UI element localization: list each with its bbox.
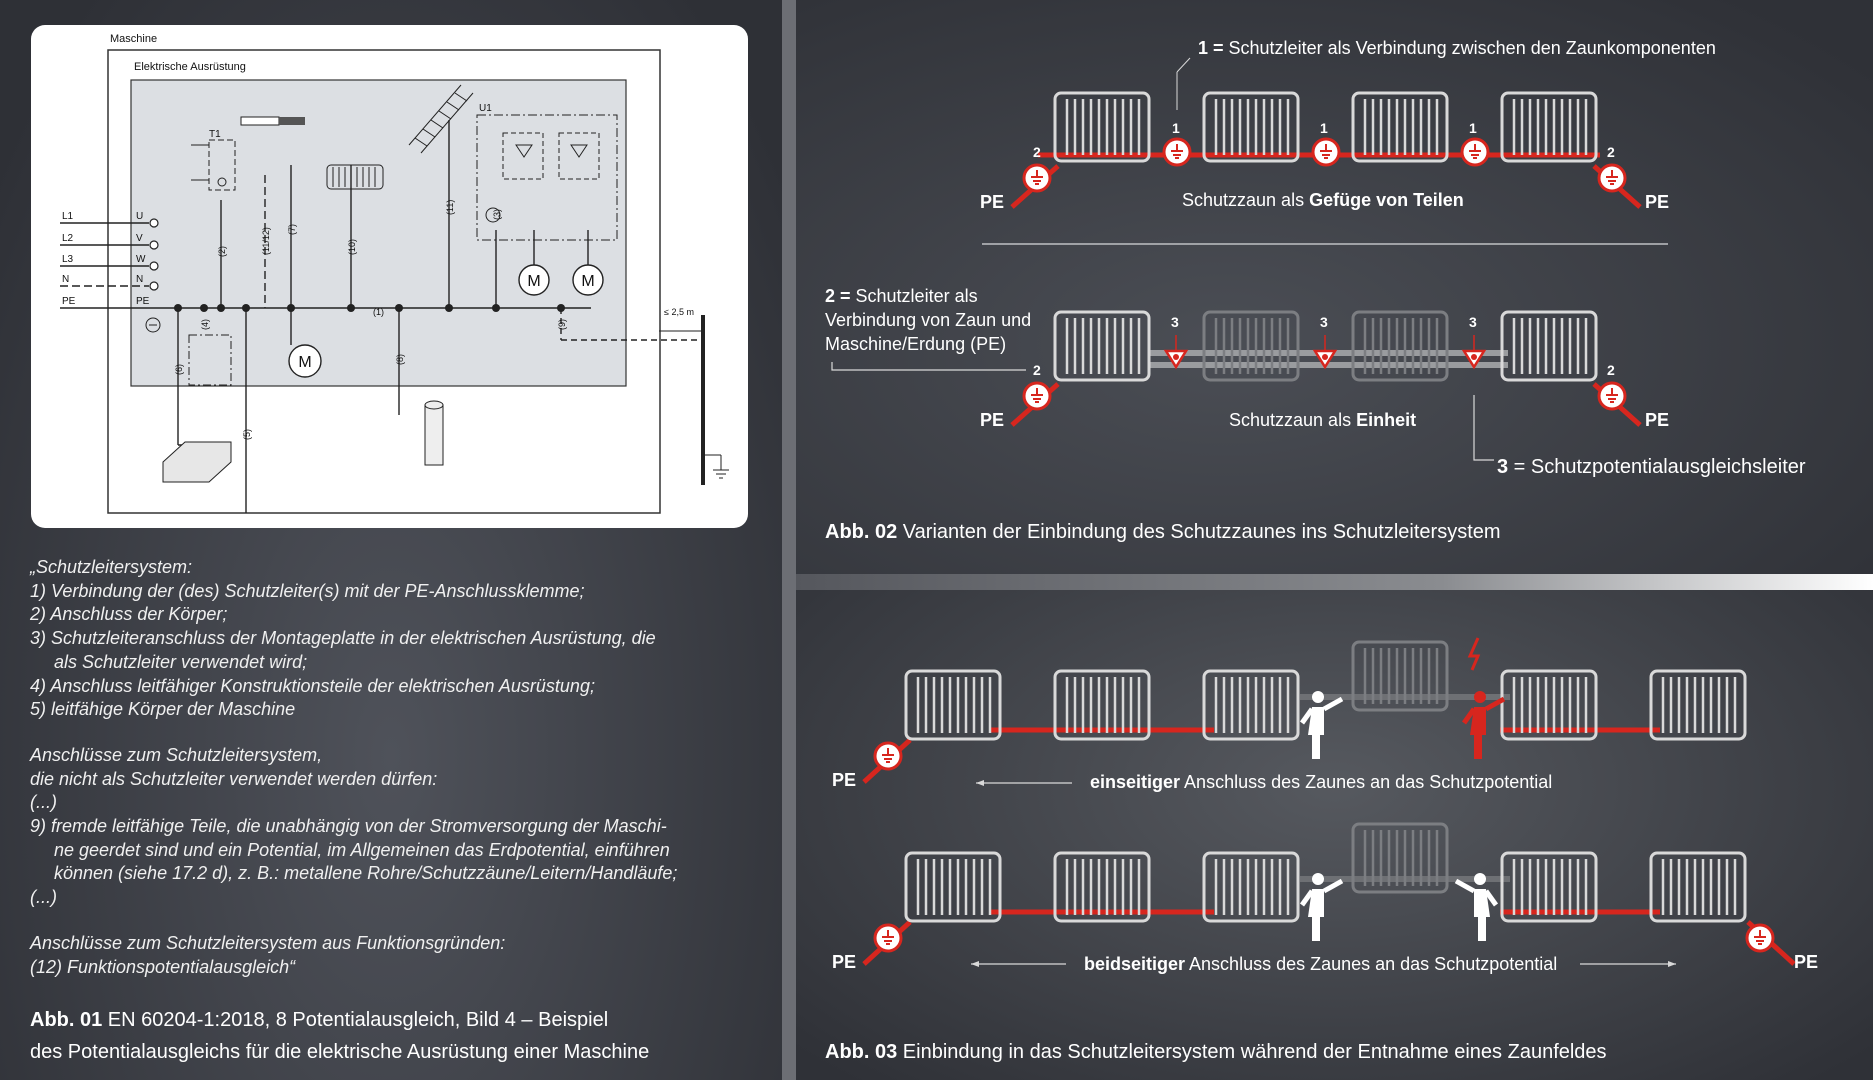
caption-abb03: Abb. 03 Einbindung in das Schutzleitersy…	[825, 1041, 1607, 1063]
num-1: 1	[1469, 120, 1477, 136]
conn-2: (2)	[217, 246, 227, 257]
fig2-top-row	[982, 57, 1668, 245]
caption-fence-unit: Schutzzaun als Einheit	[1229, 410, 1417, 430]
line-l1: L1	[62, 211, 74, 222]
fig2-bottom-row	[831, 310, 1642, 461]
caption-abb02: Abb. 02 Varianten der Einbindung des Sch…	[825, 521, 1501, 543]
num-3: 3	[1469, 314, 1477, 330]
t1-label: T1	[209, 129, 221, 140]
quote-line: 5) leitfähige Körper der Maschine	[30, 699, 296, 720]
conn-11-12: (11/12)	[261, 227, 271, 255]
quote-line: Anschlüsse zum Schutzleitersystem aus Fu…	[30, 932, 506, 953]
equipment-label: Elektrische Ausrüstung	[134, 61, 246, 73]
conn-4: (4)	[200, 319, 210, 330]
distance-label: ≤ 2,5 m	[664, 307, 694, 317]
conn-10: (10)	[347, 239, 357, 255]
num-1: 1	[1320, 120, 1328, 136]
legend-2: 2 = Schutzleiter als Verbindung von Zaun…	[825, 286, 1032, 354]
line-n: N	[62, 274, 69, 285]
quote-line: ne geerdet sind und ein Potential, im Al…	[54, 839, 670, 860]
caption-fence-parts: Schutzzaun als Gefüge von Teilen	[1182, 190, 1464, 210]
pe-label: PE	[1645, 192, 1670, 212]
pe-label: PE	[1645, 410, 1670, 430]
schematic-card: Maschine Elektrische Ausrüstung L1 L2 L3…	[31, 25, 748, 528]
machine-frame	[107, 49, 661, 514]
terminal-n: N	[136, 274, 143, 285]
num-2: 2	[1033, 144, 1041, 160]
motor-2: M	[581, 273, 594, 290]
fig3-row-2	[862, 822, 1796, 967]
num-2: 2	[1033, 362, 1041, 378]
horizontal-divider	[796, 574, 1873, 590]
conn-5: (5)	[242, 429, 252, 440]
fig3-row-1	[862, 637, 1747, 786]
terminal-pe: PE	[136, 296, 150, 307]
person-shock-icon	[1461, 637, 1506, 759]
conn-8: (8)	[395, 354, 405, 365]
caption-one-sided: einseitiger Anschluss des Zaunes an das …	[1090, 772, 1553, 792]
heater-coil	[326, 164, 384, 190]
caption-abb01: Abb. 01 EN 60204-1:2018, 8 Potentialausg…	[30, 1009, 650, 1063]
motor-1: M	[527, 273, 540, 290]
quote-line: (...)	[30, 792, 57, 813]
num-1: 1	[1172, 120, 1180, 136]
quote-line: als Schutzleiter verwendet wird;	[54, 651, 308, 672]
wiring-schematic: Maschine Elektrische Ausrüstung L1 L2 L3…	[60, 33, 729, 514]
conn-3: (3)	[492, 209, 502, 220]
terminal-w: W	[136, 254, 146, 265]
quote-line: 3) Schutzleiteranschluss der Montageplat…	[30, 628, 656, 649]
quote-line: 1) Verbindung der (des) Schutzleiter(s) …	[30, 580, 585, 601]
line-pe: PE	[62, 296, 76, 307]
quote-line: (...)	[30, 887, 57, 908]
conn-11: (11)	[445, 200, 455, 215]
vertical-divider	[782, 0, 796, 1080]
pe-label: PE	[832, 770, 857, 790]
u1-label: U1	[479, 103, 492, 114]
standard-quote: „Schutzleitersystem: 1) Verbindung der (…	[30, 556, 730, 979]
pe-label: PE	[980, 192, 1005, 212]
num-3: 3	[1171, 314, 1179, 330]
conn-7: (7)	[287, 224, 297, 235]
legend-3: 3 = Schutzpotentialausgleichsleiter	[1497, 456, 1806, 478]
line-l3: L3	[62, 254, 74, 265]
legend-1: 1 = Schutzleiter als Verbindung zwischen…	[1198, 38, 1716, 58]
num-3: 3	[1320, 314, 1328, 330]
num-2: 2	[1607, 362, 1615, 378]
equipment-box	[130, 79, 627, 387]
quote-line: die nicht als Schutzleiter verwendet wer…	[30, 768, 438, 789]
quote-line: (12) Funktionspotentialausgleich“	[30, 956, 296, 977]
caption-two-sided: beidseitiger Anschluss des Zaunes an das…	[1084, 954, 1558, 974]
pe-label: PE	[1794, 952, 1819, 972]
pe-label: PE	[980, 410, 1005, 430]
num-2: 2	[1607, 144, 1615, 160]
quote-line: „Schutzleitersystem:	[30, 557, 193, 577]
motor-3: M	[298, 354, 311, 371]
ladder-symbol	[408, 84, 474, 154]
quote-line: 2) Anschluss der Körper;	[30, 604, 228, 625]
quote-line: 9) fremde leitfähige Teile, die unabhäng…	[30, 816, 667, 837]
transformer-t1	[208, 139, 236, 191]
machine-label: Maschine	[110, 33, 157, 45]
pe-label: PE	[832, 952, 857, 972]
quote-line: Anschlüsse zum Schutzleitersystem,	[30, 744, 323, 765]
terminal-v: V	[136, 233, 143, 244]
pipe-symbol	[424, 400, 444, 466]
converter-u1	[476, 114, 618, 241]
figure-02-panel	[796, 0, 1873, 574]
conn-1: (1)	[373, 307, 384, 317]
conn-6: (6)	[174, 364, 184, 375]
conn-9: (9)	[557, 319, 567, 330]
line-l2: L2	[62, 233, 74, 244]
terminal-u: U	[136, 211, 143, 222]
quote-line: 4) Anschluss leitfähiger Konstruktionste…	[30, 675, 595, 696]
quote-line: können (siehe 17.2 d), z. B.: metallene …	[54, 863, 678, 884]
foundation-block	[162, 441, 232, 483]
